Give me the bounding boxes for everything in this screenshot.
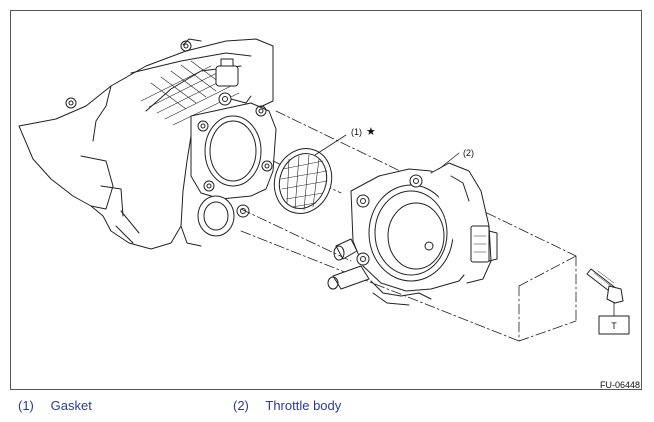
callout-1-mark: ★ (366, 126, 376, 138)
figure-code: FU-06448 (600, 380, 640, 390)
legend-item-number: (2) (233, 398, 249, 413)
bolt (586, 268, 624, 304)
tool-label-box (598, 315, 630, 335)
diagram-frame: (1) ★ (2) T FU-06448 (10, 10, 642, 390)
legend-item-label: Throttle body (265, 398, 342, 413)
legend: (1) Gasket (2) Throttle body (0, 398, 654, 418)
tool-label: T (611, 321, 617, 331)
intake-manifold (18, 38, 274, 250)
legend-item-throttle-body: (2) Throttle body (233, 398, 341, 413)
throttle-body (327, 162, 498, 306)
legend-item-number: (1) (18, 398, 34, 413)
callout-1-label: (1) (351, 127, 362, 137)
callout-leaders (314, 134, 615, 317)
legend-item-gasket: (1) Gasket (18, 398, 92, 413)
exploded-view-diagram: (1) ★ (2) T FU-06448 (18, 38, 640, 390)
callout-2-label: (2) (463, 148, 474, 158)
gasket (273, 148, 333, 214)
legend-item-label: Gasket (50, 398, 92, 413)
manifold-flange (180, 102, 277, 247)
